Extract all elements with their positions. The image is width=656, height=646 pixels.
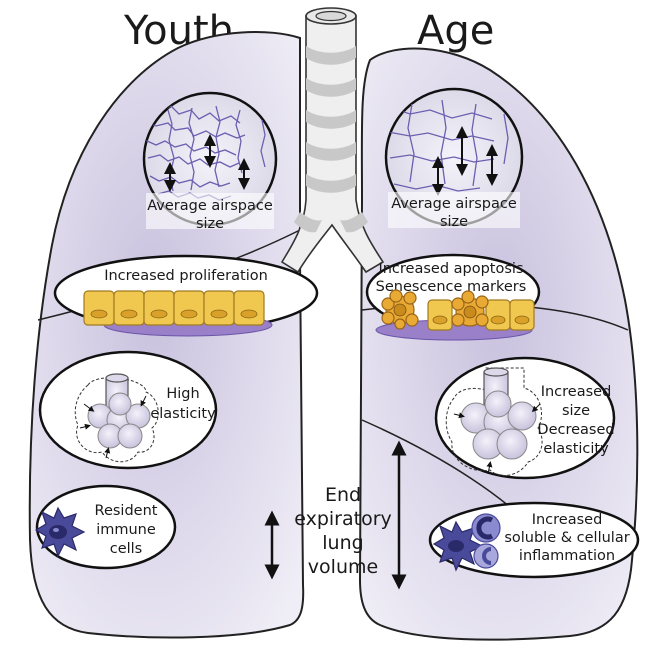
age-inflammation-label-2: soluble & cellular — [504, 530, 629, 546]
youth-immune-label-3: cells — [110, 541, 143, 557]
age-inflammation-panel: Increased soluble & cellular inflammatio… — [428, 501, 640, 579]
youth-immune-label-1: Resident — [95, 503, 158, 519]
center-label-4: volume — [308, 556, 378, 578]
youth-proliferation-label: Increased proliferation — [104, 268, 268, 284]
youth-elasticity-label-2: elasticity — [150, 406, 216, 422]
age-alveolus-icon — [445, 367, 543, 477]
youth-immune-panel: Resident immune cells — [34, 484, 177, 570]
age-apoptosis-label-2: Senescence markers — [376, 279, 527, 295]
age-epithelial-cells — [375, 289, 535, 341]
age-elasticity-label-4: elasticity — [543, 441, 609, 457]
age-airspace-label-1: Average airspace — [391, 196, 517, 212]
youth-airspace-label-2: size — [196, 216, 224, 232]
youth-alveolus-icon — [74, 373, 159, 463]
age-apoptosis-label-1: Increased apoptosis — [378, 261, 523, 277]
age-heading: Age — [417, 8, 494, 54]
age-airspace-label-2: size — [440, 214, 468, 230]
center-label-3: lung — [322, 532, 363, 554]
youth-airspace-panel: Average airspace size — [142, 91, 278, 232]
youth-immune-label-2: immune — [96, 522, 156, 538]
macrophage-icon — [471, 513, 501, 569]
age-inflammation-label-3: inflammation — [519, 548, 615, 564]
age-elasticity-panel: Increased size Decreased elasticity — [434, 356, 616, 480]
apoptotic-cell — [381, 289, 419, 330]
age-elasticity-label-2: size — [562, 403, 590, 419]
youth-epithelial-cells — [83, 290, 273, 337]
youth-airspace-label-1: Average airspace — [147, 198, 273, 214]
age-airspace-panel: Average airspace size — [384, 87, 524, 230]
trachea — [280, 7, 385, 274]
age-apoptosis-panel: Increased apoptosis Senescence markers — [365, 253, 541, 341]
age-elasticity-label-1: Increased — [541, 384, 612, 400]
age-elasticity-label-3: Decreased — [537, 422, 614, 438]
center-label-2: expiratory — [294, 508, 392, 530]
center-label-1: End — [325, 484, 361, 506]
age-inflammation-label-1: Increased — [532, 512, 603, 528]
youth-elasticity-label-1: High — [166, 386, 199, 402]
youth-elasticity-panel: High elasticity — [38, 350, 218, 470]
youth-proliferation-panel: Increased proliferation — [53, 254, 319, 337]
